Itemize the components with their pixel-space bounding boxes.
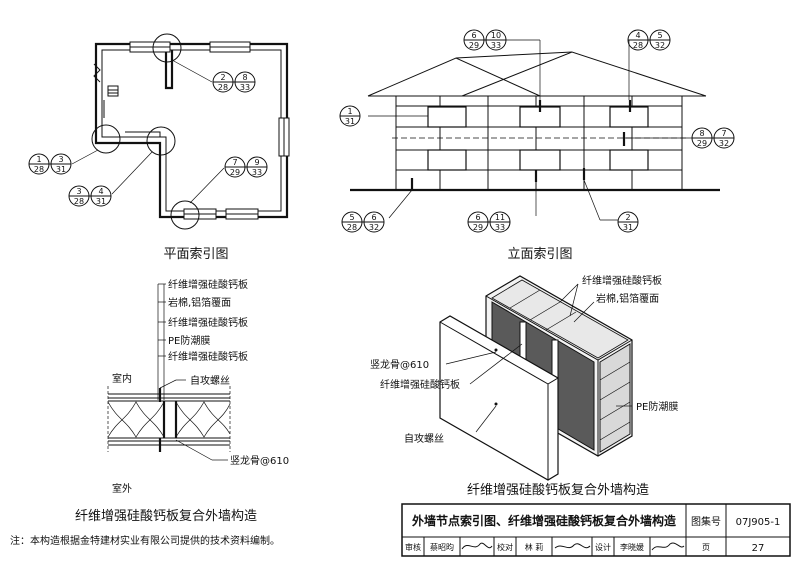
section-label-board-1: 纤维增强硅酸钙板 [168, 278, 248, 291]
svg-text:6: 6 [471, 31, 476, 40]
title-block-reviewer: 蔡昭昀 [430, 542, 454, 552]
svg-text:29: 29 [473, 223, 483, 232]
svg-text:9: 9 [254, 158, 259, 167]
iso-label-board-top: 纤维增强硅酸钙板 [582, 274, 662, 287]
title-block-checker: 林 莉 [525, 542, 544, 552]
iso-label-stud: 竖龙骨@610 [370, 358, 429, 371]
svg-text:31: 31 [96, 197, 106, 206]
svg-text:28: 28 [34, 165, 44, 174]
svg-text:10: 10 [491, 31, 501, 40]
svg-text:28: 28 [218, 83, 228, 92]
iso-title: 纤维增强硅酸钙板复合外墙构造 [467, 483, 649, 498]
svg-text:28: 28 [347, 223, 357, 232]
title-block-design-label: 设计 [595, 542, 611, 552]
elev-ref-5: 5 28 6 32 [341, 211, 385, 233]
svg-text:28: 28 [633, 41, 643, 50]
svg-text:29: 29 [469, 41, 479, 50]
svg-text:8: 8 [699, 129, 704, 138]
svg-text:5: 5 [657, 31, 662, 40]
section-label-pe: PE防潮膜 [168, 334, 210, 347]
title-block-atlas-label: 图集号 [691, 515, 721, 528]
svg-text:31: 31 [345, 117, 355, 126]
svg-text:5: 5 [349, 213, 354, 222]
svg-text:32: 32 [655, 41, 665, 50]
svg-text:33: 33 [491, 41, 501, 50]
iso-label-screw: 自攻螺丝 [404, 432, 444, 445]
svg-text:29: 29 [230, 168, 240, 177]
svg-text:29: 29 [697, 139, 707, 148]
svg-text:31: 31 [56, 165, 66, 174]
title-block-check-label: 校对 [497, 542, 513, 552]
svg-text:11: 11 [495, 213, 505, 222]
elev-ref-3: 1 31 [339, 105, 361, 127]
section-label-stud: 竖龙骨@610 [230, 454, 289, 467]
svg-text:2: 2 [220, 73, 225, 82]
svg-text:31: 31 [623, 223, 633, 232]
section-label-board-2: 纤维增强硅酸钙板 [168, 316, 248, 329]
iso-label-pe: PE防潮膜 [636, 400, 678, 413]
title-block-page-label: 页 [702, 543, 710, 552]
svg-text:33: 33 [495, 223, 505, 232]
svg-text:33: 33 [240, 83, 250, 92]
svg-text:2: 2 [625, 213, 630, 222]
section-label-outside: 室外 [112, 482, 132, 495]
svg-text:1: 1 [36, 155, 41, 164]
elevation-title: 立面索引图 [507, 247, 572, 262]
svg-text:1: 1 [347, 107, 352, 116]
title-block-title: 外墙节点索引图、纤维增强硅酸钙板复合外墙构造 [412, 513, 677, 528]
svg-text:7: 7 [232, 158, 237, 167]
svg-text:6: 6 [371, 213, 376, 222]
svg-text:28: 28 [74, 197, 84, 206]
svg-text:6: 6 [475, 213, 480, 222]
section-label-board-3: 纤维增强硅酸钙板 [168, 350, 248, 363]
title-block-page-no: 27 [752, 543, 765, 554]
title-block-designer: 李晓媛 [620, 542, 644, 552]
iso-label-wool: 岩棉,铝箔覆面 [596, 292, 659, 305]
svg-text:3: 3 [58, 155, 63, 164]
title-block-atlas-no: 07J905-1 [736, 517, 781, 528]
section-label-screw: 自攻螺丝 [190, 374, 230, 387]
iso-label-board: 纤维增强硅酸钙板 [380, 378, 460, 391]
elev-ref-7: 2 31 [617, 211, 639, 233]
plan-ref-3: 3 28 4 31 [68, 185, 112, 207]
plan-ref-1: 2 28 8 33 [212, 71, 256, 93]
svg-text:4: 4 [635, 31, 640, 40]
elevation-drawing [350, 39, 720, 221]
plan-ref-4: 7 29 9 33 [224, 156, 268, 178]
title-block-review-label: 审核 [405, 542, 421, 552]
section-label-inside: 室内 [112, 372, 132, 385]
section-title: 纤维增强硅酸钙板复合外墙构造 [75, 509, 257, 524]
title-block [401, 503, 791, 557]
svg-text:3: 3 [76, 187, 81, 196]
svg-text:33: 33 [252, 168, 262, 177]
svg-text:32: 32 [719, 139, 729, 148]
svg-text:8: 8 [242, 73, 247, 82]
wall-section-drawing [107, 283, 231, 461]
svg-text:7: 7 [721, 129, 726, 138]
plan-index-drawing [71, 33, 290, 230]
elev-ref-6: 6 29 11 33 [467, 211, 511, 233]
svg-text:4: 4 [98, 187, 103, 196]
iso-wall-drawing [439, 275, 633, 481]
footnote: 注：本构造根据金特建材实业有限公司提供的技术资料编制。 [10, 534, 280, 547]
section-label-wool: 岩棉,铝箔覆面 [168, 296, 231, 309]
plan-ref-2: 1 28 3 31 [28, 153, 72, 175]
plan-title: 平面索引图 [163, 247, 228, 262]
svg-text:32: 32 [369, 223, 379, 232]
elev-ref-1: 6 29 10 33 [463, 29, 507, 51]
elev-ref-2: 4 28 5 32 [627, 29, 671, 51]
elev-ref-4: 8 29 7 32 [691, 127, 735, 149]
